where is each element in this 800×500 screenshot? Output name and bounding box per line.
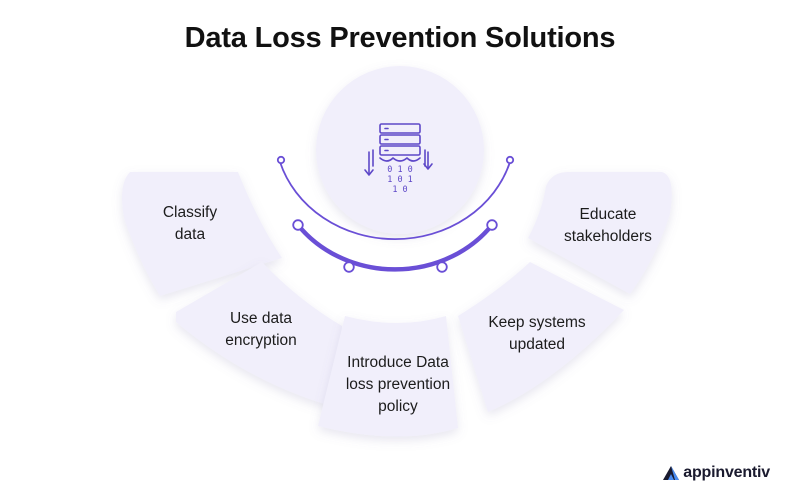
svg-text:0 1 0: 0 1 0 <box>387 165 413 175</box>
brand-logo: appinventiv <box>662 464 770 482</box>
arc-node-bottom-right <box>436 261 448 273</box>
step-card-4 <box>458 262 624 412</box>
step-label-update: Keep systems updated <box>488 314 586 353</box>
arc-node-top-left <box>276 155 286 165</box>
center-circle <box>316 66 484 234</box>
step-card-5 <box>528 172 672 294</box>
arc-node-left <box>292 219 304 231</box>
step-card-1 <box>122 172 282 296</box>
logo-text: appinventiv <box>683 464 770 481</box>
binary-digits: 0 1 0 1 0 1 1 0 <box>387 165 413 195</box>
step-label-educate: Educate stakeholders <box>564 206 652 245</box>
data-server-icon <box>364 123 433 176</box>
svg-text:1 0 1: 1 0 1 <box>387 175 413 185</box>
arc-node-top-right <box>505 155 515 165</box>
connector-arc-thick <box>295 222 495 272</box>
step-label-encryption: Use data encryption <box>225 310 297 349</box>
step-label-policy: Introduce Data loss prevention policy <box>345 354 451 415</box>
page-title: Data Loss Prevention Solutions <box>184 22 616 54</box>
connector-arc-thin <box>279 161 511 241</box>
arc-node-right <box>486 219 498 231</box>
step-card-2 <box>176 262 342 408</box>
arc-nodes <box>276 155 515 273</box>
svg-text:1 0: 1 0 <box>392 185 407 195</box>
step-label-classify: Classify data <box>162 204 218 243</box>
arc-node-bottom-left <box>343 261 355 273</box>
appinventiv-logo-icon <box>663 466 680 480</box>
step-card-3 <box>318 316 458 437</box>
